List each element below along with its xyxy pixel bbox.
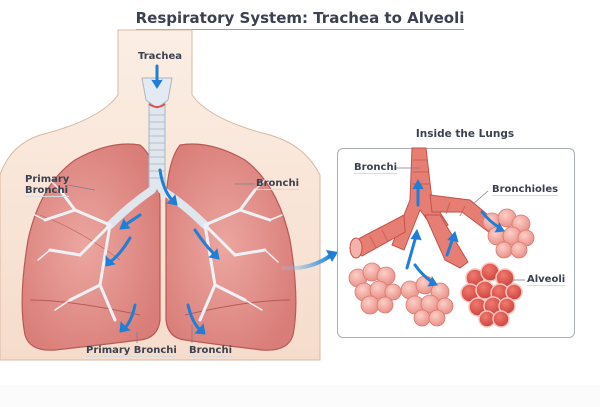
alveoli-cluster-open (460, 262, 523, 328)
page-title: Respiratory System: Trachea to Alveoli (0, 9, 600, 30)
label-alveoli: Alveoli (527, 274, 566, 286)
inset-airflow-arrows (405, 178, 505, 287)
bronchi-tubes (349, 147, 502, 269)
alveoli-cluster (348, 262, 402, 315)
right-lung (165, 143, 297, 351)
label-bronchioles: Bronchioles (492, 184, 559, 196)
inset-leader-lines (396, 167, 525, 281)
bronchial-tree (34, 94, 283, 322)
background-floor (0, 385, 600, 407)
label-bronchi-right: Bronchi (256, 178, 300, 190)
label-inset-bronchi: Bronchi (354, 162, 398, 174)
label-bronchi-bottom: Bronchi (189, 345, 233, 357)
airflow-arrows (105, 64, 220, 335)
connector-arrow (281, 250, 338, 271)
label-trachea: Trachea (138, 51, 182, 62)
alveoli-cluster (400, 275, 454, 327)
larynx (141, 77, 173, 179)
alveoli-cluster (482, 208, 535, 259)
label-primary-bronchi-left: Primary Bronchi (25, 174, 70, 197)
left-lung (21, 143, 161, 351)
inset-title: Inside the Lungs (415, 128, 515, 140)
leader-lines (67, 183, 255, 343)
label-primary-bronchi-bottom: Primary Bronchi (86, 345, 177, 357)
